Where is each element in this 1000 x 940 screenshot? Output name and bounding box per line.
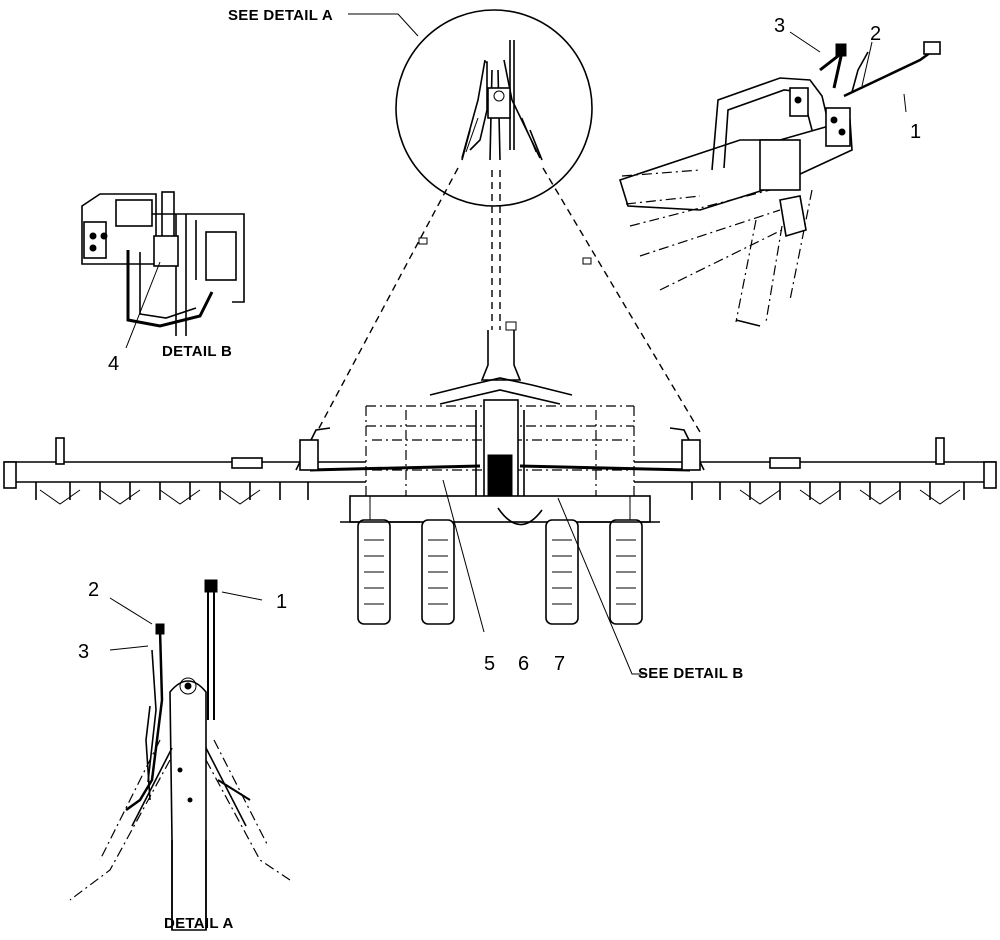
see-detail-a-label: SEE DETAIL A xyxy=(228,7,334,24)
item-number-2-detail-a: 2 xyxy=(88,579,100,601)
detail-a-caption: DETAIL A xyxy=(164,915,234,932)
detail-a-circle xyxy=(348,9,593,207)
item-number-1-top: 1 xyxy=(910,121,922,143)
item-number-7: 7 xyxy=(554,653,566,675)
detail-a-leader-dashes xyxy=(317,167,701,433)
item-number-4: 4 xyxy=(108,353,120,375)
item-number-3-top: 3 xyxy=(774,15,786,37)
item-number-6: 6 xyxy=(518,653,530,675)
detail-b-caption: DETAIL B xyxy=(162,343,233,360)
item-number-3-detail-a: 3 xyxy=(78,641,90,663)
center-leader-lines xyxy=(442,479,646,675)
detail-b-drawing xyxy=(81,191,245,349)
detail-a-drawing xyxy=(69,579,291,931)
hitch-iso-view xyxy=(619,31,941,327)
planter-main-view xyxy=(3,321,997,625)
item-number-5: 5 xyxy=(484,653,496,675)
item-number-1-detail-a: 1 xyxy=(276,591,288,613)
see-detail-b-label: SEE DETAIL B xyxy=(638,665,744,682)
item-number-2-top: 2 xyxy=(870,23,882,45)
